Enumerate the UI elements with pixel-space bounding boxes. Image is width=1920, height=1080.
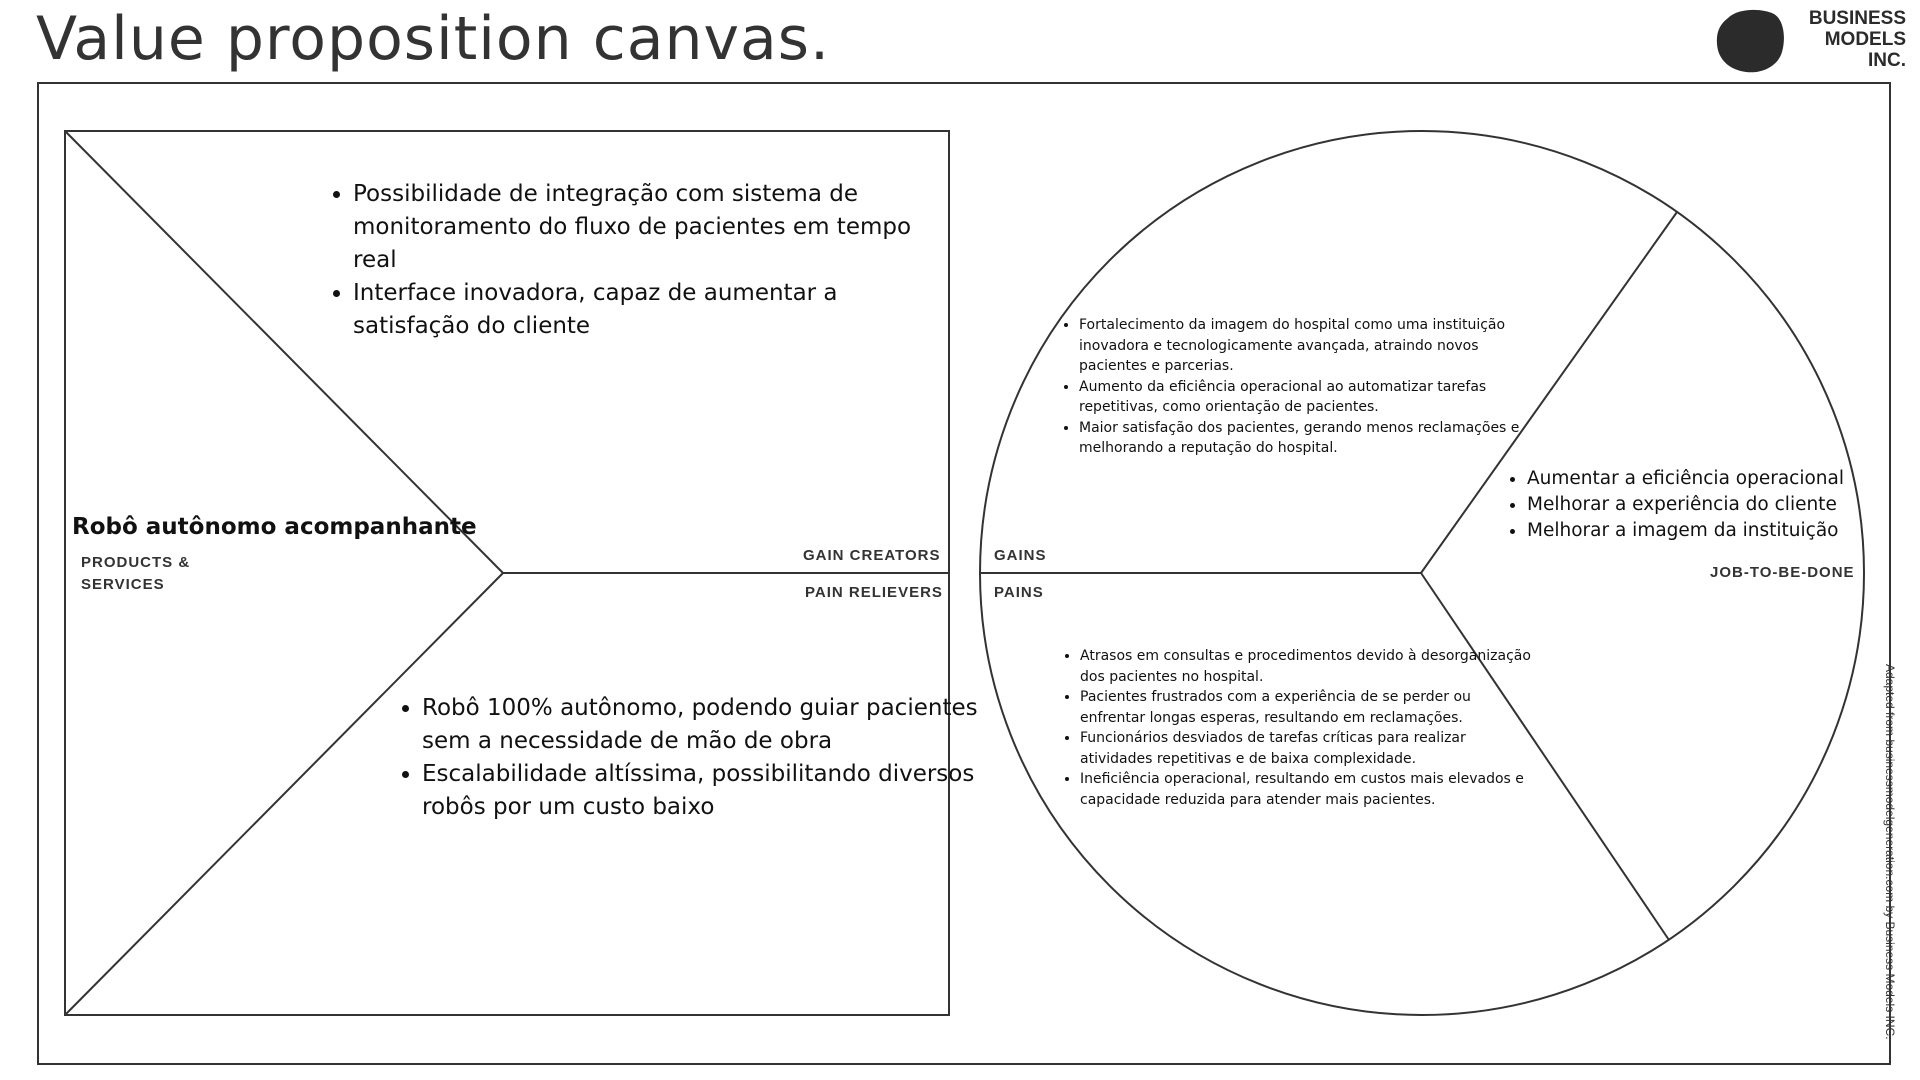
pains-list: Atrasos em consultas e procedimentos dev… <box>1056 646 1540 810</box>
circle-divider-bottom <box>1420 572 1670 941</box>
logo-blob-icon <box>1716 9 1784 73</box>
products-services-label-line1: PRODUCTS & <box>81 554 191 571</box>
gain-item: Fortalecimento da imagem do hospital com… <box>1079 315 1544 377</box>
pains-label: PAINS <box>994 584 1044 601</box>
square-diagonal-top <box>64 130 504 574</box>
job-item: Aumentar a eficiência operacional <box>1527 466 1897 492</box>
logo-line-1: BUSINESS <box>1808 8 1906 29</box>
gain-item: Maior satisfação dos pacientes, gerando … <box>1079 418 1544 459</box>
gain-creator-item: Possibilidade de integração com sistema … <box>353 178 913 277</box>
pain-reliever-item: Escalabilidade altíssima, possibilitando… <box>422 758 982 824</box>
logo-text: BUSINESS MODELS INC. <box>1786 8 1906 71</box>
gain-item: Aumento da eficiência operacional ao aut… <box>1079 377 1544 418</box>
page-title: Value proposition canvas. <box>36 4 831 74</box>
products-services-label-line2: SERVICES <box>81 576 165 593</box>
job-item: Melhorar a imagem da instituição <box>1527 518 1897 544</box>
gain-creator-item: Interface inovadora, capaz de aumentar a… <box>353 277 913 343</box>
pain-item: Atrasos em consultas e procedimentos dev… <box>1080 646 1540 687</box>
job-item: Melhorar a experiência do cliente <box>1527 492 1897 518</box>
gain-creators-label: GAIN CREATORS <box>803 547 941 564</box>
pain-reliever-item: Robô 100% autônomo, podendo guiar pacien… <box>422 692 982 758</box>
circle-divider-top <box>1420 211 1678 574</box>
business-models-inc-logo: BUSINESS MODELS INC. <box>1716 6 1906 76</box>
pain-item: Pacientes frustrados com a experiência d… <box>1080 687 1540 728</box>
jobs-list: Aumentar a eficiência operacional Melhor… <box>1503 466 1897 544</box>
gains-list: Fortalecimento da imagem do hospital com… <box>1055 315 1544 459</box>
logo-line-2: MODELS <box>1824 29 1906 50</box>
canvas-frame <box>37 82 1891 1065</box>
jobs-label: JOB-TO-BE-DONE <box>1710 564 1855 581</box>
gains-label: GAINS <box>994 547 1047 564</box>
pain-item: Ineficiência operacional, resultando em … <box>1080 769 1540 810</box>
pain-item: Funcionários desviados de tarefas crític… <box>1080 728 1540 769</box>
product-title: Robô autônomo acompanhante <box>72 514 477 540</box>
pain-relievers-list: Robô 100% autônomo, podendo guiar pacien… <box>398 692 982 824</box>
square-diagonal-bottom <box>64 572 504 1016</box>
pain-relievers-label: PAIN RELIEVERS <box>805 584 943 601</box>
attribution-credit: Adapted from businessmodelgeneration.com… <box>1883 664 1897 1040</box>
gain-creators-list: Possibilidade de integração com sistema … <box>329 178 913 343</box>
logo-line-3: INC. <box>1868 50 1906 71</box>
products-services-label: PRODUCTS & SERVICES <box>81 552 190 596</box>
